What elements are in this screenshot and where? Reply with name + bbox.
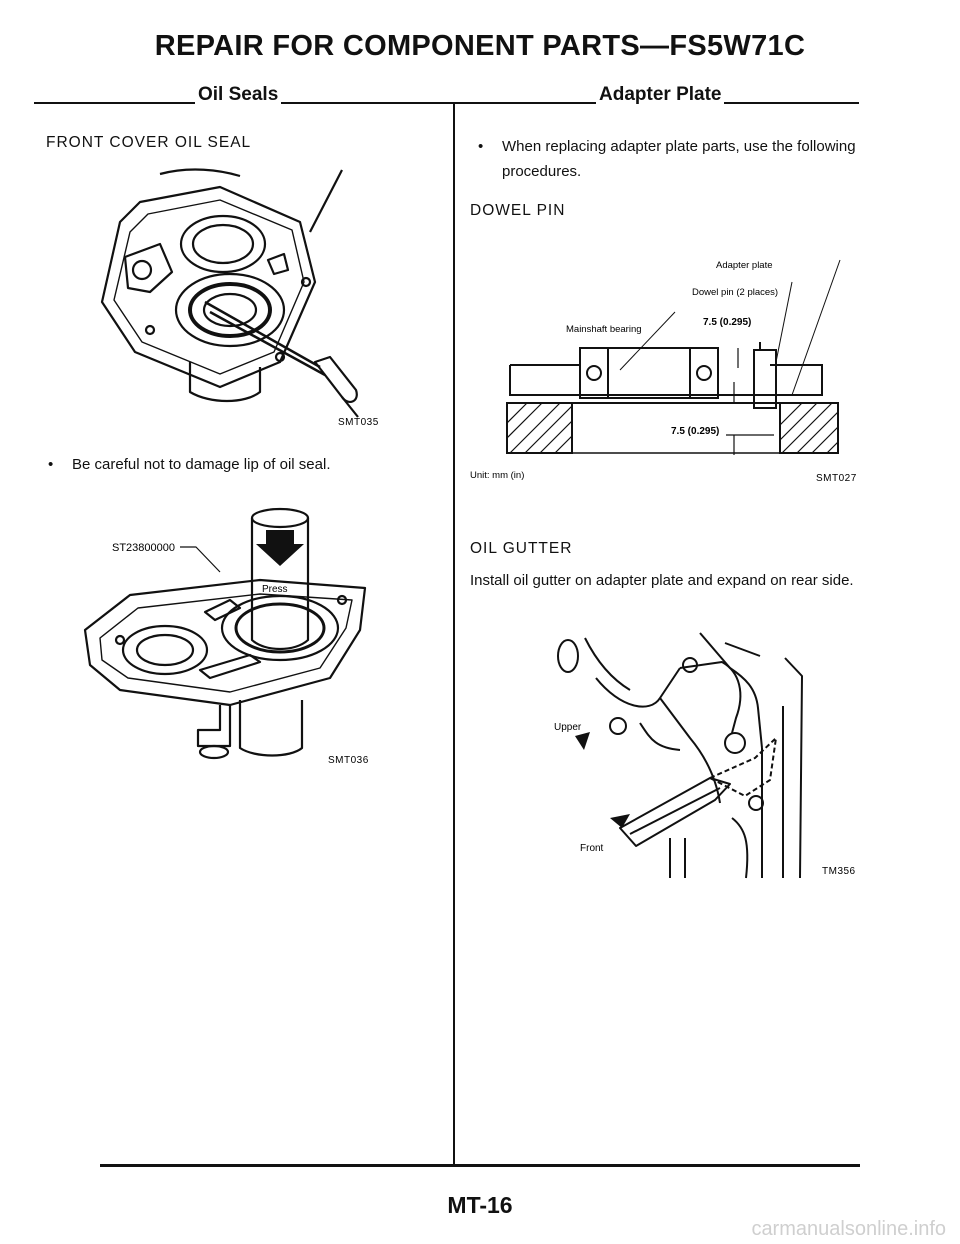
note-oil-seal-lip: Be careful not to damage lip of oil seal…: [72, 456, 331, 473]
bullet-dot-right: •: [478, 138, 484, 155]
figure-dowel-pin: Adapter plate Dowel pin (2 places) Mains…: [470, 259, 857, 484]
figure-code-tm356: TM356: [822, 866, 856, 877]
label-unit: Unit: mm (in): [470, 470, 524, 481]
section-title-adapter-plate: Adapter Plate: [596, 84, 725, 106]
label-mainshaft-bearing: Mainshaft bearing: [566, 324, 642, 335]
page-title: REPAIR FOR COMPONENT PARTS—FS5W71C: [154, 30, 806, 62]
page-number: MT-16: [447, 1192, 513, 1218]
column-divider: [453, 103, 455, 1165]
heading-oil-gutter: OIL GUTTER: [470, 540, 573, 557]
section-title-oil-seals: Oil Seals: [195, 84, 282, 106]
label-upper: Upper: [554, 722, 582, 733]
tool-label-st23800000: ST23800000: [112, 542, 175, 554]
watermark: carmanualsonline.info: [751, 1218, 946, 1240]
bullet-dot-left: •: [48, 456, 54, 473]
label-dim-bottom: 7.5 (0.295): [671, 426, 719, 437]
label-adapter-plate: Adapter plate: [716, 260, 773, 271]
note-adapter-plate-procedure: When replacing adapter plate parts, use …: [502, 138, 856, 180]
heading-front-cover-oil-seal: FRONT COVER OIL SEAL: [46, 134, 252, 151]
footer-rule: [100, 1164, 860, 1167]
label-front: Front: [580, 843, 604, 854]
figure-press-oil-seal: ST23800000 Press SMT036: [83, 507, 369, 766]
figure-code-smt035: SMT035: [338, 417, 379, 427]
heading-dowel-pin: DOWEL PIN: [470, 202, 566, 219]
figure-code-smt036: SMT036: [328, 755, 369, 766]
figure-oil-gutter: Upper Front TM356: [554, 632, 856, 879]
note-oil-gutter: Install oil gutter on adapter plate and …: [470, 572, 854, 589]
figure-code-smt027: SMT027: [816, 473, 857, 484]
label-dowel-pin: Dowel pin (2 places): [692, 287, 778, 298]
press-label: Press: [262, 584, 288, 595]
figure-front-cover-screwdriver: SMT035: [100, 168, 379, 427]
label-dim-top: 7.5 (0.295): [703, 317, 751, 328]
